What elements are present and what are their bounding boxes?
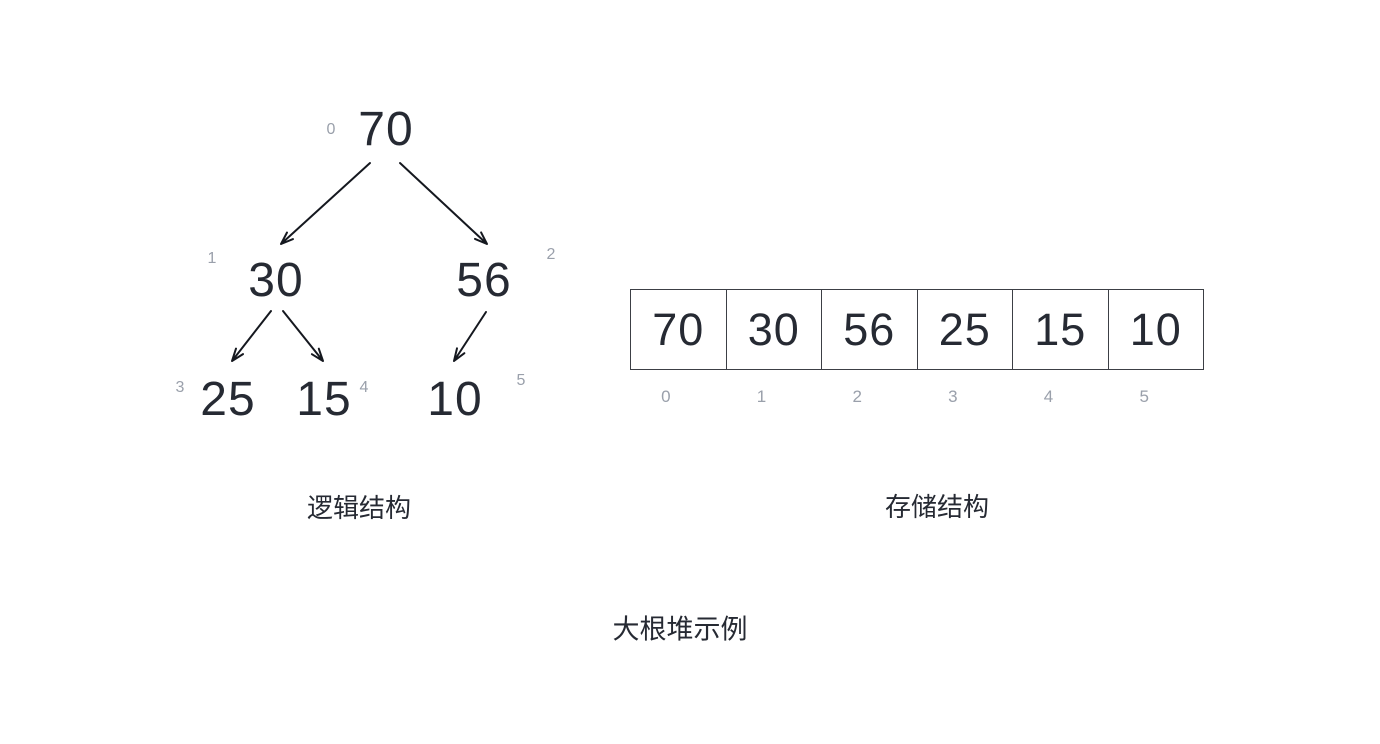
array-cell-1: 30 <box>727 290 822 369</box>
tree-node-index-4: 4 <box>359 379 369 396</box>
array-cell-value: 70 <box>652 304 705 355</box>
array-index-2: 2 <box>852 387 862 406</box>
tree-node-index-3: 3 <box>175 379 185 396</box>
tree-node-value-0: 70 <box>358 103 414 156</box>
array-cell-3: 25 <box>918 290 1013 369</box>
array-cell-value: 30 <box>747 304 800 355</box>
tree-edge-1-3 <box>231 310 272 362</box>
array-index-0: 0 <box>661 387 671 406</box>
tree-node-value-1: 30 <box>248 254 304 307</box>
tree-node-index-2: 2 <box>546 246 556 263</box>
array-cell-2: 56 <box>822 290 918 369</box>
tree-node-index-5: 5 <box>516 372 526 389</box>
array-index-3: 3 <box>948 387 958 406</box>
array-section-label: 存储结构 <box>884 492 990 522</box>
array-cell-value: 56 <box>843 304 896 355</box>
array-cell-0: 70 <box>631 290 727 369</box>
array-index-1: 1 <box>756 387 767 406</box>
tree-edge-2-5 <box>453 311 487 362</box>
tree-section-label: 逻辑结构 <box>306 493 412 523</box>
array-cell-4: 15 <box>1013 290 1109 369</box>
array-cell-value: 25 <box>938 304 991 355</box>
array-cell-5: 10 <box>1109 290 1204 369</box>
array-cell-value: 15 <box>1034 304 1087 355</box>
array-index-5: 5 <box>1139 387 1149 406</box>
array-index-4: 4 <box>1043 387 1054 406</box>
tree-edge-0-2 <box>399 162 488 245</box>
tree-node-value-5: 10 <box>427 373 483 426</box>
tree-edge-0-1 <box>280 162 371 245</box>
tree-node-index-1: 1 <box>207 250 217 267</box>
array-index-row: 0 1 2 3 4 5 <box>618 388 1192 405</box>
tree-edge-1-4 <box>282 310 324 362</box>
tree-node-value-2: 56 <box>456 254 512 307</box>
tree-node-value-4: 15 <box>296 373 352 426</box>
heap-array: 70 30 56 25 15 10 <box>630 289 1204 370</box>
array-cell-value: 10 <box>1129 304 1182 355</box>
tree-node-value-3: 25 <box>200 373 256 426</box>
tree-node-index-0: 0 <box>326 121 336 138</box>
diagram-caption: 大根堆示例 <box>612 614 748 645</box>
